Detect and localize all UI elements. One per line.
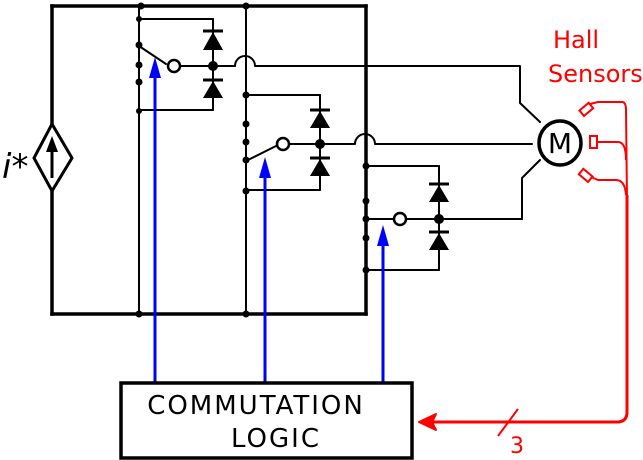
arrow-up-icon [259,157,271,178]
hall-sensor-icon [578,101,595,118]
diode-icon [429,230,449,250]
current-source-label: i* [2,147,28,187]
hall-sensor-icon [589,135,598,149]
hall-sensors-title-line1: Hall [553,26,599,54]
hall-sensor-icon [577,167,594,184]
motor-label: M [548,127,572,160]
diode-icon [429,182,449,202]
hall-sensors-title-line2: Sensors [548,60,643,88]
commutation-logic-block [119,381,414,460]
gate-signal-2 [259,157,271,382]
diode-icon [310,156,330,176]
phase-leg-3 [362,159,541,315]
logic-block-line2: LOGIC [231,424,321,454]
motor-icon [537,119,583,167]
bus-slash-icon [497,408,519,437]
diode-icon [203,78,223,98]
phase-leg-1 [135,2,541,318]
current-source-icon [32,120,74,195]
gate-signal-3 [377,225,389,382]
hall-sensor-wires [418,101,629,437]
bus-width-label: 3 [510,434,524,459]
arrow-head-icon [418,413,437,431]
gate-signal-1 [149,57,161,382]
diode-icon [310,108,330,128]
dc-bus-frame [50,4,368,316]
arrow-up-icon [149,57,161,78]
current-source-label-text: i* [2,147,28,187]
arrow-up-icon [377,225,389,246]
logic-block-line1: COMMUTATION [147,391,365,421]
diode-icon [203,29,223,50]
phase-leg-2 [242,2,533,318]
